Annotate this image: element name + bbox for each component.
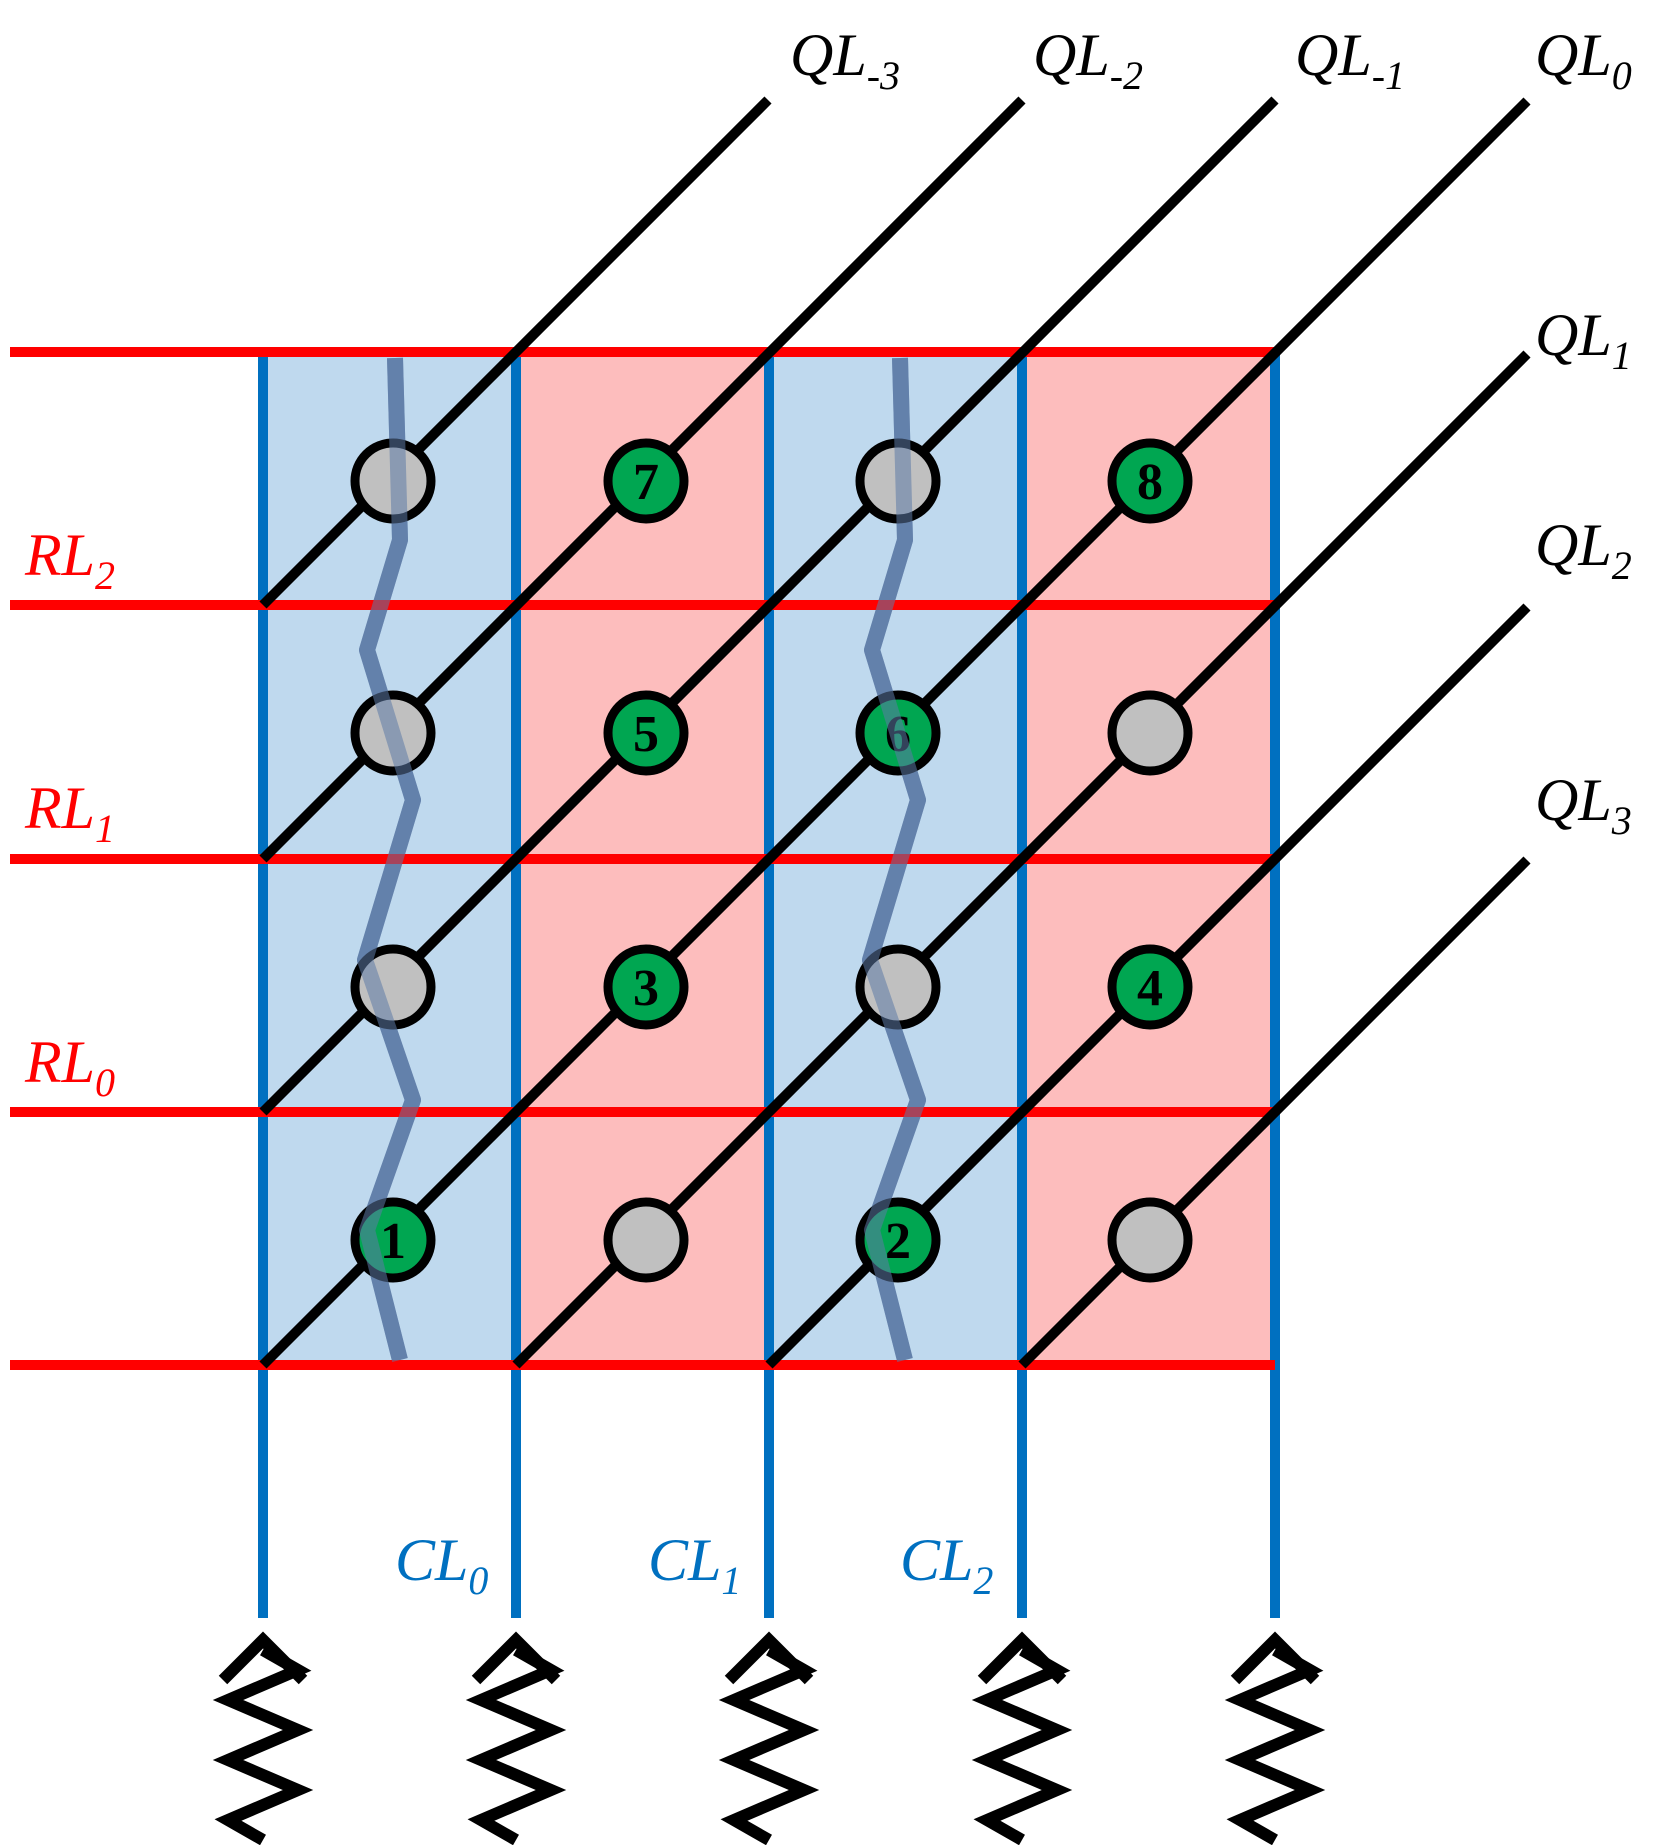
- inactive-node: [603, 1197, 689, 1283]
- column-label-1: CL1: [648, 1527, 741, 1603]
- diagonal-line-4: [512, 350, 1531, 1369]
- spring-1: [465, 1631, 567, 1845]
- node-number: 3: [633, 960, 659, 1017]
- column-lines: [258, 355, 1280, 1618]
- active-node: [1107, 438, 1193, 524]
- diagonal-label--1: QL-1: [1295, 22, 1405, 98]
- column-label-0: CL0: [395, 1527, 488, 1603]
- node-number: 1: [380, 1213, 406, 1270]
- spring-3: [971, 1631, 1073, 1845]
- spring-2: [718, 1631, 820, 1845]
- node-number: 4: [1137, 960, 1163, 1017]
- diagonal-line-0: [259, 96, 772, 609]
- row-label-0: RL0: [24, 1029, 115, 1105]
- channel-overlay-right: [862, 357, 926, 1362]
- spring-zigzag: [718, 1644, 820, 1845]
- inactive-node: [1107, 1197, 1193, 1283]
- column-label-2: CL2: [900, 1527, 993, 1603]
- active-node: [603, 438, 689, 524]
- diagonal-label--2: QL-2: [1033, 22, 1143, 98]
- node-number: 5: [633, 706, 659, 763]
- diagonal-line-6: [1018, 856, 1531, 1369]
- row-label-1: RL1: [24, 775, 115, 851]
- node-number: 7: [633, 454, 659, 511]
- node-number: 2: [885, 1213, 911, 1270]
- spring-zigzag: [971, 1644, 1073, 1845]
- inactive-node: [1107, 690, 1193, 776]
- row-lines: [10, 347, 1275, 1370]
- diagonal-label--3: QL-3: [790, 22, 900, 98]
- spring-4: [1224, 1631, 1326, 1845]
- spring-0: [212, 1631, 314, 1845]
- channel-overlay: [357, 357, 926, 1362]
- diagonal-label-1: QL1: [1535, 302, 1632, 378]
- spring-zigzag: [465, 1644, 567, 1845]
- spring-zigzag: [1224, 1644, 1326, 1845]
- active-node: [603, 944, 689, 1030]
- diagonal-label-0: QL0: [1535, 22, 1632, 98]
- node-number: 8: [1137, 454, 1163, 511]
- row-label-2: RL2: [24, 522, 115, 598]
- diagonal-line-2: [259, 96, 1279, 1116]
- spring-zigzag: [212, 1644, 314, 1845]
- active-node: [603, 690, 689, 776]
- active-node: [1107, 944, 1193, 1030]
- springs: [212, 1631, 1326, 1845]
- diagonal-label-2: QL2: [1535, 512, 1632, 588]
- channel-overlay-left: [357, 357, 421, 1362]
- diagonal-label-3: QL3: [1535, 767, 1632, 843]
